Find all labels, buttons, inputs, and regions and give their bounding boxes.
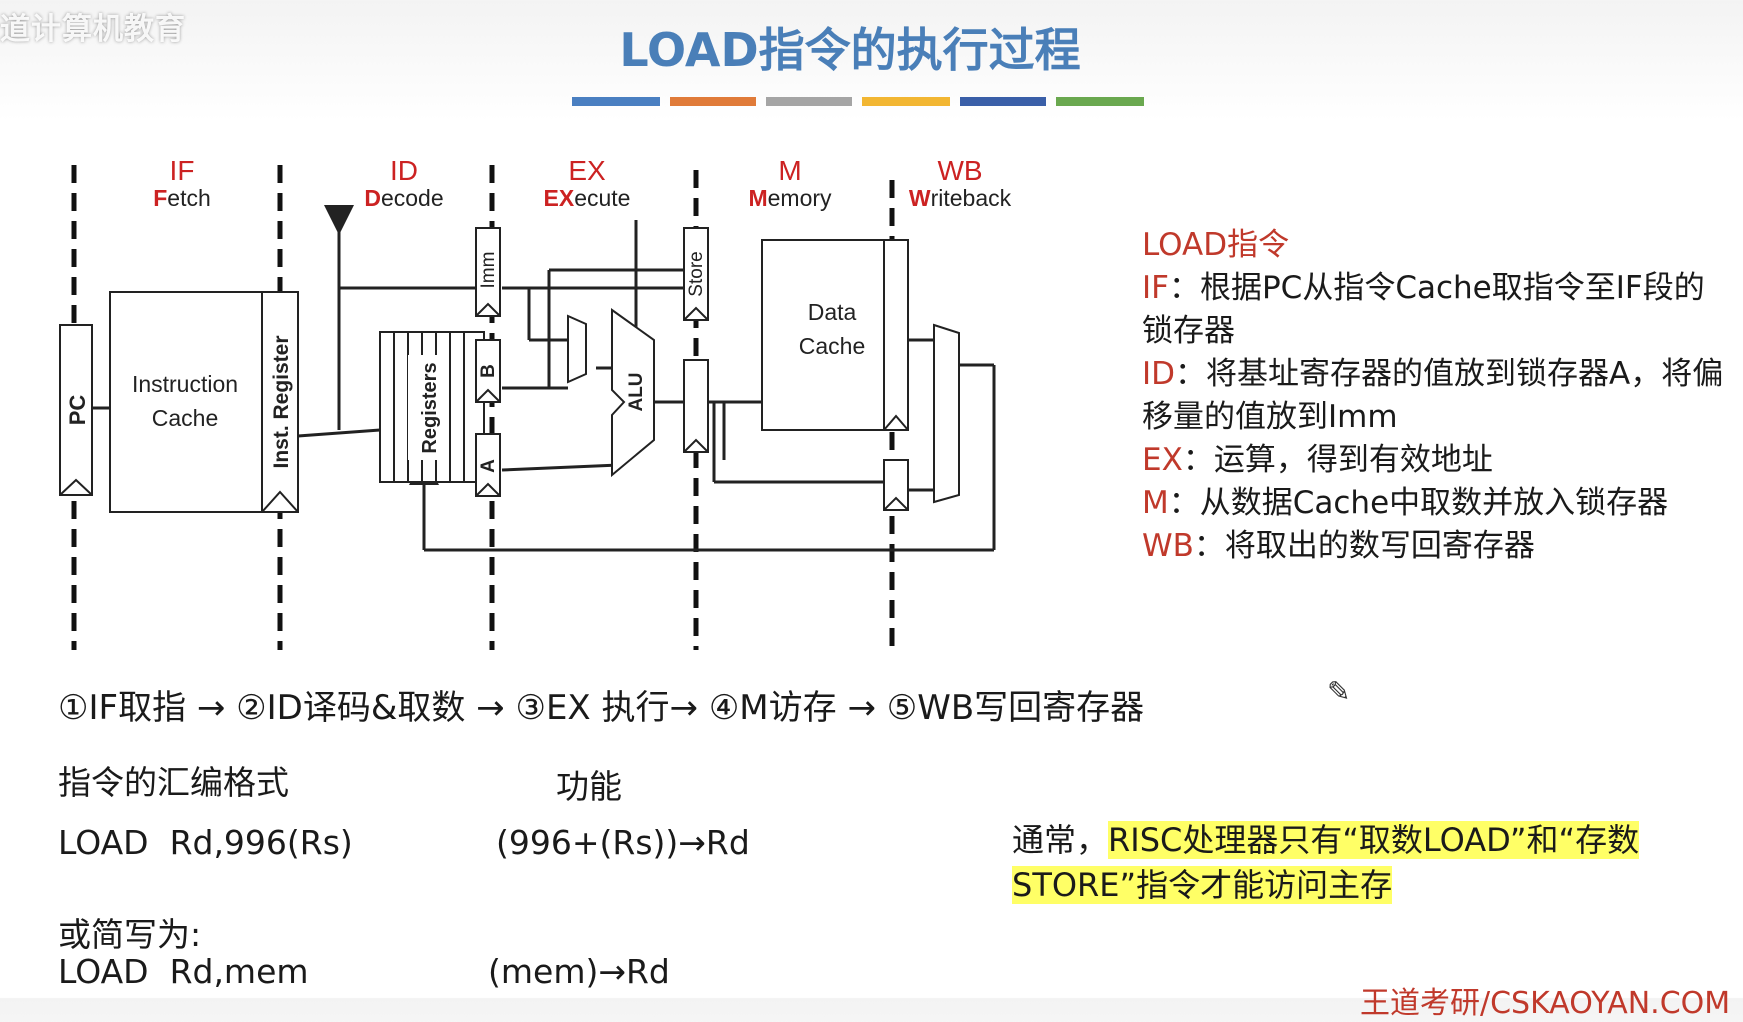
note-line-wb: WB：将取出的数写回寄存器 [1142, 525, 1732, 568]
alu: ALU [611, 308, 655, 478]
note-line-id: ID：将基址寄存器的值放到锁存器A，将偏移量的值放到Imm [1142, 353, 1732, 439]
title-color-bar-3 [766, 97, 852, 106]
notes-heading: LOAD指令 [1142, 227, 1290, 263]
mem-addr-latch [883, 459, 909, 511]
note-text: ：根据PC从指令Cache取指令至IF段的锁存器 [1142, 270, 1705, 349]
inst-register-label: Inst. Register [270, 335, 293, 468]
instruction-cache: Instruction Cache [109, 291, 281, 513]
stage-abbr: ID [390, 155, 418, 186]
imm-label: Imm [478, 252, 499, 289]
stage-header-wb: WB Writeback [909, 155, 1012, 211]
stage-initial: EX [544, 185, 575, 211]
title-color-bar-1 [572, 97, 660, 106]
store-latch: Store [683, 227, 709, 321]
stage-initial: D [364, 185, 381, 211]
stage-name-rest: etch [167, 185, 210, 211]
watermark-top-left: 道计算机教育 [0, 12, 186, 47]
note-stage: ID [1142, 356, 1176, 392]
assembly-format-header: 指令的汇编格式 [58, 763, 289, 802]
load-function-short: (mem)→Rd [488, 952, 670, 991]
risc-note-prefix: 通常， [1012, 821, 1109, 859]
svg-text:Writeback: Writeback [909, 185, 1012, 211]
watermark-bottom-right: 王道考研/CSKAOYAN.COM [1360, 986, 1731, 1021]
pipeline-steps: ①IF取指 → ②ID译码&取数 → ③EX 执行→ ④M访存 → ⑤WB写回寄… [58, 688, 1145, 728]
abbreviation-label: 或简写为: [58, 915, 202, 954]
pc-label: PC [65, 395, 90, 426]
stage-name-rest: ecute [574, 185, 630, 211]
b-latch: B [475, 339, 501, 403]
note-text: ：运算，得到有效地址 [1182, 442, 1493, 478]
stage-name-rest: emory [768, 185, 832, 211]
risc-note: 通常，RISC处理器只有“取数LOAD”和“存数STORE”指令才能访问主存 [1012, 818, 1712, 908]
stage-header-if: IF Fetch [153, 155, 211, 211]
instruction-cache-line1: Instruction [132, 371, 238, 397]
stage-header-ex: EX EXecute [544, 155, 631, 211]
stage-initial: F [153, 185, 167, 211]
b-label: B [478, 364, 499, 378]
data-cache-line1: Data [808, 299, 857, 325]
note-text: ：将取出的数写回寄存器 [1193, 528, 1535, 564]
title-color-bar-6 [1056, 97, 1144, 106]
stage-header-m: M Memory [748, 155, 832, 211]
svg-text:Memory: Memory [748, 185, 832, 211]
svg-text:Fetch: Fetch [153, 185, 211, 211]
a-latch: A [475, 433, 501, 497]
stage-abbr: WB [937, 155, 982, 186]
data-cache: Data Cache [761, 239, 903, 431]
svg-text:EXecute: EXecute [544, 185, 631, 211]
inst-register: Inst. Register [261, 291, 299, 513]
load-function-full: (996+(Rs))→Rd [496, 823, 750, 862]
alu-output-latch [683, 359, 709, 453]
alu-label: ALU [626, 372, 647, 411]
imm-latch: Imm [475, 227, 501, 317]
note-text: ：将基址寄存器的值放到锁存器A，将偏移量的值放到Imm [1142, 356, 1724, 435]
title-color-bar-4 [862, 97, 950, 106]
stage-initial: M [748, 185, 767, 211]
note-line-if: IF：根据PC从指令Cache取指令至IF段的锁存器 [1142, 267, 1732, 353]
stage-abbr: EX [568, 155, 606, 186]
writeback-mux [933, 323, 960, 504]
stage-name-rest: ecode [381, 185, 444, 211]
mem-data-latch [883, 239, 909, 431]
a-label: A [478, 459, 499, 473]
register-file: Registers [379, 331, 485, 483]
note-line-m: M：从数据Cache中取数并放入锁存器 [1142, 482, 1732, 525]
stage-abbr: M [778, 155, 801, 186]
title-color-bar-2 [670, 97, 756, 106]
registers-label: Registers [419, 362, 441, 453]
load-notes: LOAD指令 IF：根据PC从指令Cache取指令至IF段的锁存器 ID：将基址… [1142, 224, 1732, 568]
pc-register: PC [59, 324, 93, 496]
note-line-ex: EX：运算，得到有效地址 [1142, 439, 1732, 482]
data-cache-line2: Cache [799, 333, 865, 359]
note-stage: IF [1142, 270, 1169, 306]
stage-abbr: IF [170, 155, 195, 186]
page-title: LOAD指令的执行过程 [619, 23, 1081, 77]
alu-input-mux [567, 314, 587, 384]
stage-name-rest: riteback [931, 185, 1012, 211]
pipeline-diagram: IF Fetch ID Decode EX EXecute M Memory W… [24, 140, 1044, 660]
title-color-bar-5 [960, 97, 1046, 106]
stage-header-id: ID Decode [364, 155, 443, 211]
pencil-icon[interactable]: ✎ [1327, 675, 1351, 708]
load-instruction-short: LOAD Rd,mem [58, 952, 309, 991]
instruction-cache-line2: Cache [152, 405, 218, 431]
store-label: Store [686, 251, 707, 296]
load-instruction-full: LOAD Rd,996(Rs) [58, 823, 353, 862]
note-stage: M [1142, 485, 1169, 521]
note-stage: WB [1142, 528, 1194, 564]
note-text: ：从数据Cache中取数并放入锁存器 [1168, 485, 1669, 521]
function-header: 功能 [556, 767, 622, 806]
stage-initial: W [909, 185, 931, 211]
svg-text:Decode: Decode [364, 185, 443, 211]
note-stage: EX [1142, 442, 1183, 478]
